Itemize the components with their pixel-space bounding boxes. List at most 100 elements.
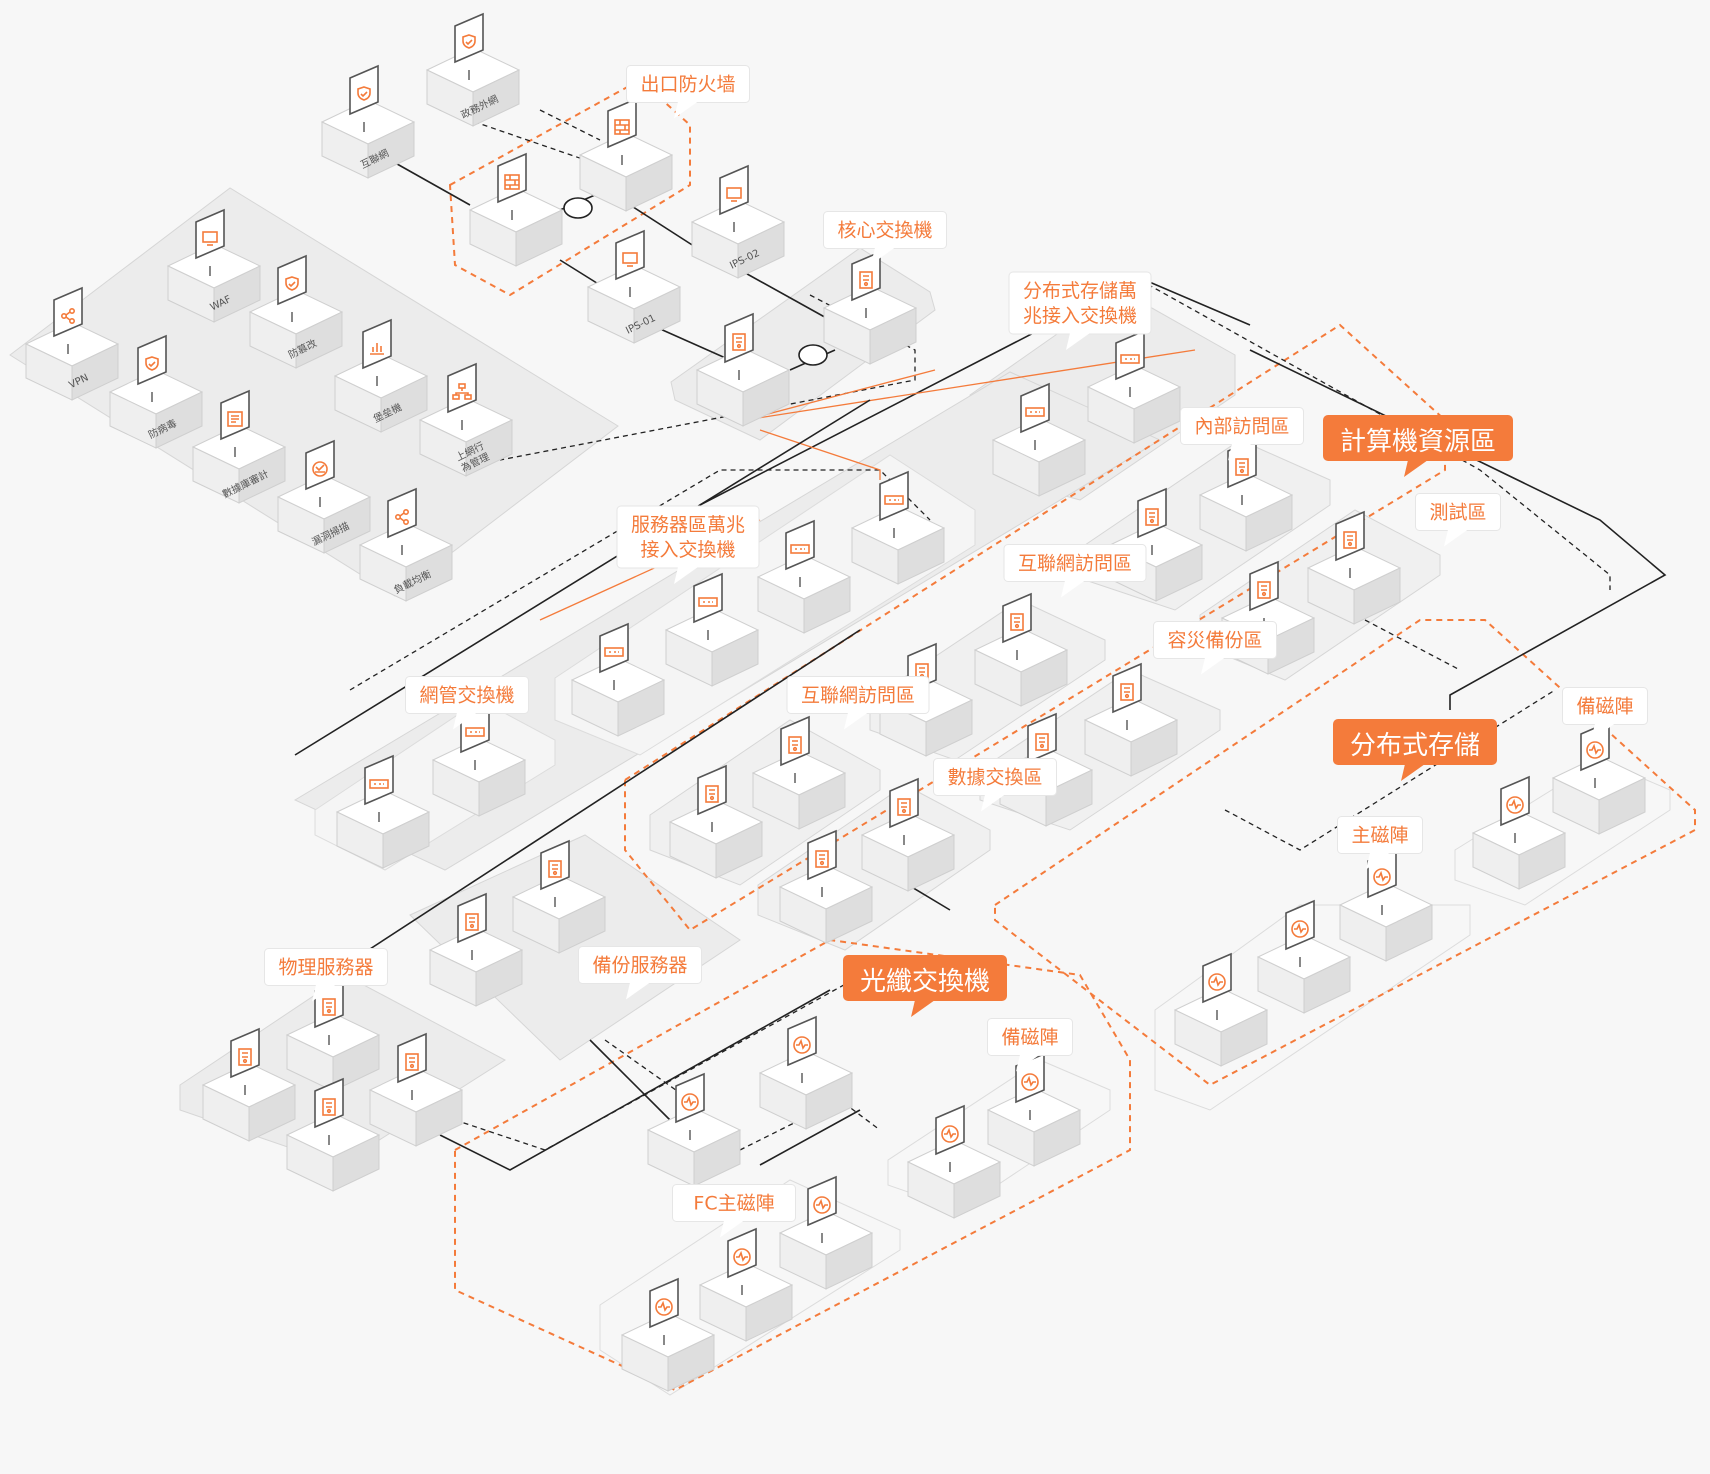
- link-mgmt-core: [294, 399, 871, 756]
- device-behavior-mgmt: 上網行為管理: [418, 362, 514, 477]
- callout-backup-array-right-text: 備磁陣: [1576, 696, 1633, 718]
- ha-ring-firewall: [563, 197, 593, 219]
- server-document-icon: [705, 785, 719, 803]
- device-internal-1: [1198, 437, 1294, 552]
- callouts-layer: 出口防火墙核心交換機分布式存儲萬兆接入交換機內部訪問區計算機資源區測試區服務器區…: [264, 65, 1648, 1238]
- device-waf: WAF: [166, 208, 262, 323]
- callout-internet-access-2: 互聯網訪問區: [786, 676, 930, 730]
- callout-internal-access-text: 內部訪問區: [1194, 416, 1289, 438]
- server-document-icon: [732, 333, 746, 351]
- server-document-icon: [1010, 613, 1024, 631]
- device-backup-array-bottom-1: [986, 1052, 1082, 1167]
- firewall-brick-icon: [614, 119, 630, 135]
- device-core-switch-1: [822, 250, 918, 365]
- server-document-icon: [405, 1053, 419, 1071]
- server-document-icon: [897, 798, 911, 816]
- disk-array-pulse-icon: [1506, 796, 1524, 814]
- link-firewall-ips01: [559, 259, 601, 286]
- shield-icon: [462, 34, 476, 49]
- callout-physical-server-text: 物理服務器: [278, 957, 373, 979]
- device-server-switch-2: [756, 519, 852, 634]
- disk-array-pulse-icon: [733, 1248, 751, 1266]
- device-test-1: [1306, 510, 1402, 625]
- device-load-balance: 負載均衡: [358, 487, 454, 602]
- device-backup-array-right-2: [1471, 775, 1567, 890]
- security-zone: [9, 187, 619, 597]
- callout-fc-main-array-text: FC主磁陣: [693, 1193, 774, 1215]
- callout-exit-firewall-text: 出口防火墙: [640, 74, 735, 96]
- link-internet-firewall: [389, 159, 471, 206]
- device-backup-array-bottom-2: [906, 1104, 1002, 1219]
- device-gov-extranet: 政務外網: [425, 12, 521, 127]
- share-nodes-icon: [394, 508, 409, 525]
- shield-icon: [145, 356, 159, 371]
- device-firewall-2: [468, 152, 564, 267]
- callout-fc-main-array: FC主磁陣: [672, 1184, 796, 1238]
- device-main-array-1: [1338, 847, 1434, 962]
- device-server-switch-4: [570, 622, 666, 737]
- switch-port-icon: [884, 495, 904, 505]
- fiber-storage-outline: [454, 938, 1131, 1392]
- shield-icon: [285, 276, 299, 291]
- switch-port-icon: [1120, 354, 1140, 364]
- device-backup-server-2: [428, 892, 524, 1007]
- link-storage-right: [1249, 349, 1667, 710]
- callout-backup-array-bottom-text: 備磁陣: [1001, 1027, 1058, 1049]
- device-physical-3: [201, 1027, 297, 1142]
- device-physical-1: [285, 977, 381, 1092]
- device-server-switch-3: [664, 572, 760, 687]
- callout-physical-server: 物理服務器: [264, 948, 388, 1002]
- device-vuln-scan: 漏洞掃描: [276, 439, 372, 554]
- server-document-icon: [1235, 458, 1249, 476]
- scan-icon: [312, 461, 328, 477]
- callout-fiber-switch: 光纖交換機: [843, 955, 1007, 1017]
- list-icon: [227, 411, 243, 427]
- firewall-brick-icon: [504, 174, 520, 190]
- disk-array-pulse-icon: [1586, 741, 1604, 759]
- switch-port-icon: [369, 779, 389, 789]
- link-test-array: [1364, 619, 1461, 671]
- callout-backup-array-right: 備磁陣: [1562, 687, 1648, 741]
- device-bastion: 堡垒機: [333, 318, 429, 433]
- device-antivirus: 防病毒: [108, 334, 204, 449]
- callout-test-zone: 測試區: [1415, 493, 1501, 547]
- callout-mgmt-switch: 網管交換機: [405, 676, 529, 730]
- server-document-icon: [1035, 733, 1049, 751]
- callout-core-switch-text: 核心交換機: [837, 220, 932, 242]
- callout-main-array: 主磁陣: [1337, 816, 1423, 870]
- monitor-icon: [726, 187, 742, 202]
- disk-array-pulse-icon: [681, 1093, 699, 1111]
- disk-array-pulse-icon: [941, 1125, 959, 1143]
- switch-port-icon: [698, 597, 718, 607]
- callout-distributed-storage-text: 分布式存儲: [1350, 731, 1480, 761]
- device-main-array-2: [1256, 899, 1352, 1014]
- link-ips02-core: [739, 269, 831, 321]
- device-physical-4: [285, 1077, 381, 1192]
- switch-port-icon: [604, 647, 624, 657]
- callout-distributed-storage-switch-text: 分布式存儲萬兆接入交換機: [1023, 280, 1137, 327]
- device-server-switch-1: [850, 470, 946, 585]
- server-document-icon: [548, 860, 562, 878]
- device-vpn: VPN: [24, 286, 120, 401]
- switch-port-icon: [790, 544, 810, 554]
- device-fc-array-2: [698, 1227, 794, 1342]
- disk-array-pulse-icon: [813, 1196, 831, 1214]
- bar-chart-icon: [370, 343, 384, 355]
- link-physical-fiber-2: [439, 989, 831, 1171]
- device-internet-access-1a: [973, 592, 1069, 707]
- callout-dr-backup-text: 容災備份區: [1167, 630, 1262, 652]
- device-fiber-switch-1: [758, 1015, 854, 1130]
- callout-internet-access-2-text: 互聯網訪問區: [801, 685, 915, 707]
- device-backup-server-1: [511, 839, 607, 954]
- device-ips-01: IPS-01: [586, 229, 682, 344]
- callout-test-zone-text: 測試區: [1429, 502, 1486, 524]
- link-servers-physical: [329, 629, 861, 976]
- callout-compute-resource-text: 計算機資源區: [1340, 427, 1496, 457]
- callout-backup-server-text: 備份服務器: [592, 955, 687, 977]
- server-document-icon: [815, 850, 829, 868]
- device-data-exchange-2: [778, 829, 874, 944]
- device-internet: 互聯網: [320, 64, 416, 179]
- disk-array-pulse-icon: [1021, 1073, 1039, 1091]
- callout-fiber-switch-text: 光纖交換機: [860, 967, 990, 997]
- server-document-icon: [465, 913, 479, 931]
